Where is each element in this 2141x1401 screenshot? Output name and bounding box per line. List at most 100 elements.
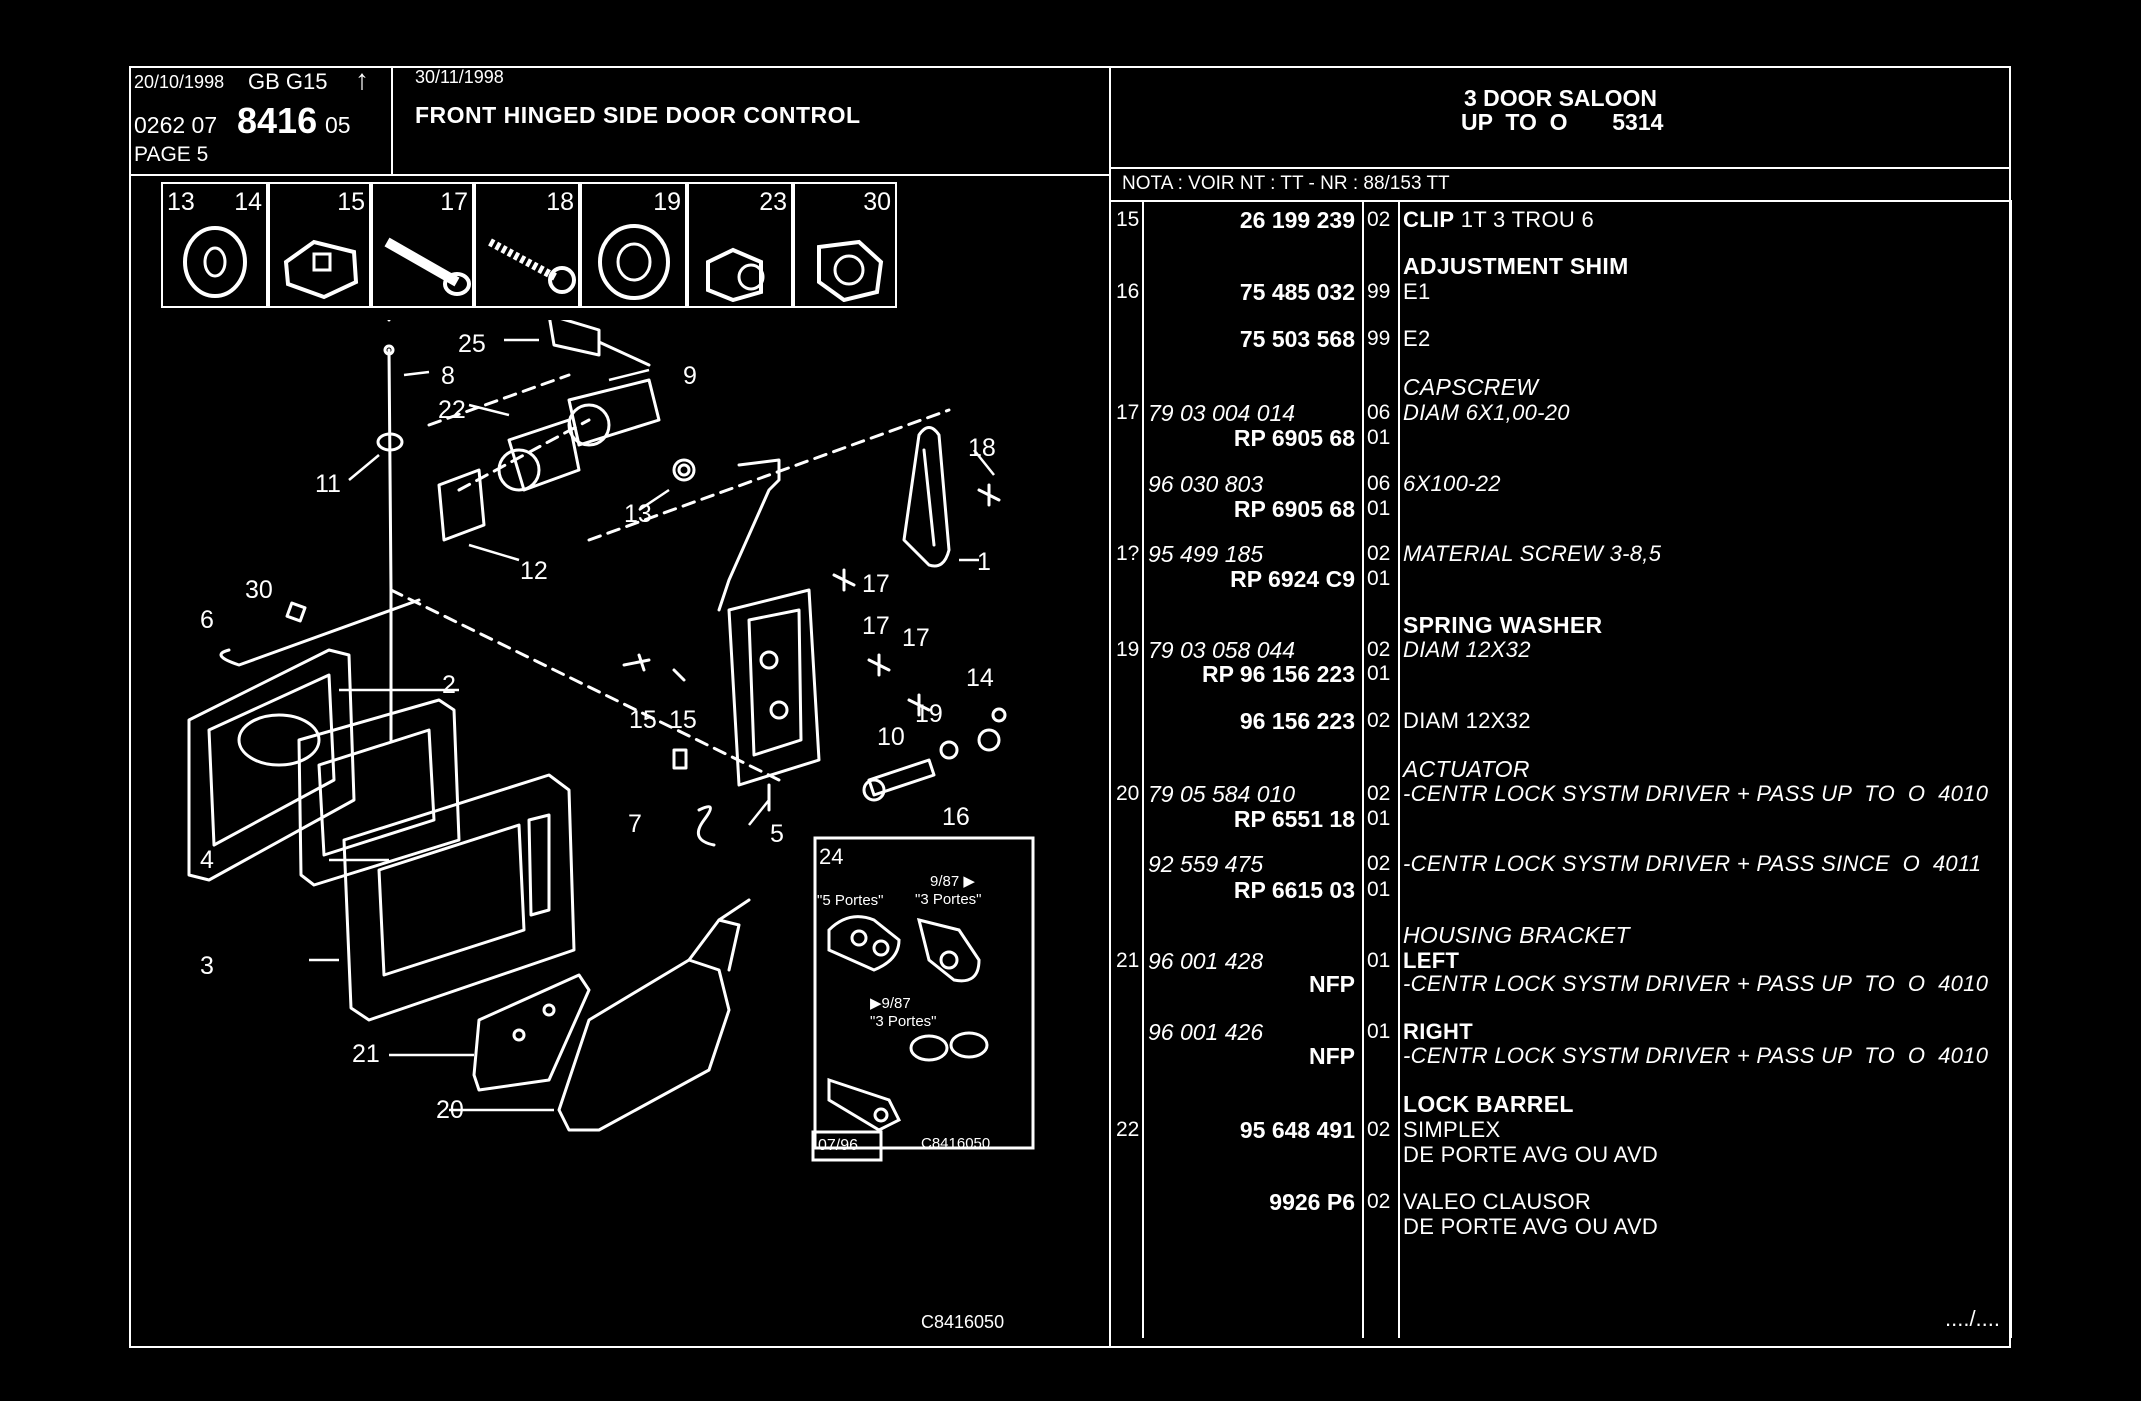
thumbnail-label: 17 xyxy=(440,188,468,216)
callout-11: 11 xyxy=(315,470,341,498)
part-description-text: CLIP xyxy=(1403,207,1455,232)
header-code-suffix: 05 xyxy=(325,112,351,138)
part-number: 92 559 475 xyxy=(1148,851,1264,877)
part-quantity: 02 xyxy=(1367,208,1391,231)
callout-15: 15 xyxy=(669,706,697,734)
part-quantity: 01 xyxy=(1367,807,1391,830)
callout-16: 16 xyxy=(942,803,970,831)
callout-17: 17 xyxy=(862,612,890,640)
thumbnail-part-drawing xyxy=(706,247,765,302)
part-number: 79 05 584 010 xyxy=(1148,781,1296,807)
part-quantity: 99 xyxy=(1367,280,1391,303)
part-number: RP 6924 C9 xyxy=(1230,566,1355,592)
part-index: 15 xyxy=(1116,208,1140,231)
header-arrow: ↑ xyxy=(355,64,369,95)
header-title: FRONT HINGED SIDE DOOR CONTROL xyxy=(415,102,861,128)
parts-col-idx xyxy=(1142,200,1144,1338)
part-description-text: -CENTR LOCK SYSTM DRIVER + PASS SINCE O … xyxy=(1403,851,1982,876)
part-index: 1? xyxy=(1116,542,1140,565)
part-quantity: 01 xyxy=(1367,426,1391,449)
part-description-text: -CENTR LOCK SYSTM DRIVER + PASS UP TO O … xyxy=(1403,1043,1989,1068)
header-bottom-right xyxy=(1109,167,2011,169)
thumbnail-part-drawing xyxy=(283,239,359,300)
part-number: 95 648 491 xyxy=(1239,1117,1355,1143)
header-page: PAGE 5 xyxy=(134,143,209,166)
part-description-text: DE PORTE AVG OU AVD xyxy=(1403,1142,1659,1167)
part-number: RP 6615 03 xyxy=(1233,877,1355,903)
part-description-text: -CENTR LOCK SYSTM DRIVER + PASS UP TO O … xyxy=(1403,781,1989,806)
callout-2: 2 xyxy=(442,671,456,699)
thumbnail-label: 23 xyxy=(759,188,787,216)
part-number: NFP xyxy=(1309,1043,1355,1069)
header-model: GB G15 xyxy=(248,69,328,94)
part-number: 26 199 239 xyxy=(1239,207,1355,233)
callout-14: 14 xyxy=(966,664,994,692)
part-description-text: DE PORTE AVG OU AVD xyxy=(1403,1214,1659,1239)
part-number: 75 503 568 xyxy=(1239,326,1355,352)
header-bottom-left xyxy=(129,174,1110,176)
part-description: -CENTR LOCK SYSTM DRIVER + PASS UP TO O … xyxy=(1403,971,1988,997)
inset-label-3portes-a: "3 Portes" xyxy=(915,891,982,908)
part-number: 95 499 185 xyxy=(1148,541,1264,567)
part-quantity: 02 xyxy=(1367,709,1391,732)
part-quantity: 01 xyxy=(1367,497,1391,520)
part-number: 79 03 004 014 xyxy=(1148,400,1296,426)
vehicle-line-2: UP TO O 5314 xyxy=(1461,109,1664,135)
part-description-text: DIAM 12X32 xyxy=(1403,637,1531,662)
part-quantity: 02 xyxy=(1367,782,1391,805)
part-description: E1 xyxy=(1403,279,1431,305)
part-description: CLIP 1T 3 TROU 6 xyxy=(1403,207,1594,233)
continued-marker: ..../.... xyxy=(1945,1306,2001,1331)
part-quantity: 02 xyxy=(1367,542,1391,565)
part-description-text: DIAM 12X32 xyxy=(1403,708,1531,733)
callout-13: 13 xyxy=(624,500,652,528)
thumbnail-part-18: 18 xyxy=(474,182,580,308)
thumbnail-part-17: 17 xyxy=(371,182,474,308)
part-group-heading: ACTUATOR xyxy=(1403,756,1530,782)
part-quantity: 01 xyxy=(1367,567,1391,590)
parts-col-end xyxy=(2010,200,2012,1338)
part-number: 96 001 426 xyxy=(1148,1019,1264,1045)
part-description-text: DIAM 6X1,00-20 xyxy=(1403,400,1570,425)
callout-5: 5 xyxy=(770,820,784,848)
part-quantity: 02 xyxy=(1367,1190,1391,1213)
callout-10: 10 xyxy=(877,723,905,751)
part-description-text: E2 xyxy=(1403,326,1431,351)
part-quantity: 01 xyxy=(1367,949,1391,972)
thumbnail-label: 18 xyxy=(546,188,574,216)
callout-21: 21 xyxy=(352,1040,380,1068)
part-description: VALEO CLAUSOR xyxy=(1403,1189,1591,1215)
part-description: DIAM 12X32 xyxy=(1403,708,1531,734)
thumbnail-label: 30 xyxy=(863,188,891,216)
part-description: LEFT xyxy=(1403,948,1459,974)
inset-label-3portes-b: "3 Portes" xyxy=(870,1013,937,1030)
part-group-heading: HOUSING BRACKET xyxy=(1403,922,1630,948)
header-divider-1 xyxy=(391,66,393,176)
part-number: RP 6551 18 xyxy=(1233,806,1355,832)
part-quantity: 02 xyxy=(1367,638,1391,661)
inset-label-987a: 9/87 ▶ xyxy=(930,873,975,890)
part-quantity: 01 xyxy=(1367,878,1391,901)
part-description-text: 1T 3 TROU 6 xyxy=(1454,207,1595,232)
part-number: 96 030 803 xyxy=(1148,471,1264,497)
part-number: 75 485 032 xyxy=(1239,279,1355,305)
part-quantity: 01 xyxy=(1367,662,1391,685)
part-number: 79 03 058 044 xyxy=(1148,637,1296,663)
header-date-left: 20/10/1998 xyxy=(134,72,225,92)
callout-15: 15 xyxy=(629,706,657,734)
part-description-text: VALEO CLAUSOR xyxy=(1403,1189,1592,1214)
part-description: SIMPLEX xyxy=(1403,1117,1500,1143)
part-index: 20 xyxy=(1116,782,1140,805)
thumbnail-part-drawing xyxy=(598,224,670,300)
thumbnail-part-15: 15 xyxy=(268,182,371,308)
callout-6: 6 xyxy=(200,606,214,634)
callout-20: 20 xyxy=(436,1096,464,1124)
inset-label-5portes: "5 Portes" xyxy=(817,892,884,909)
callout-1: 1 xyxy=(977,548,991,576)
callout-22: 22 xyxy=(438,396,466,424)
part-description: 6X100-22 xyxy=(1403,471,1501,497)
part-description: E2 xyxy=(1403,326,1431,352)
thumbnail-part-30: 30 xyxy=(793,182,897,308)
part-number: 96 156 223 xyxy=(1239,708,1355,734)
